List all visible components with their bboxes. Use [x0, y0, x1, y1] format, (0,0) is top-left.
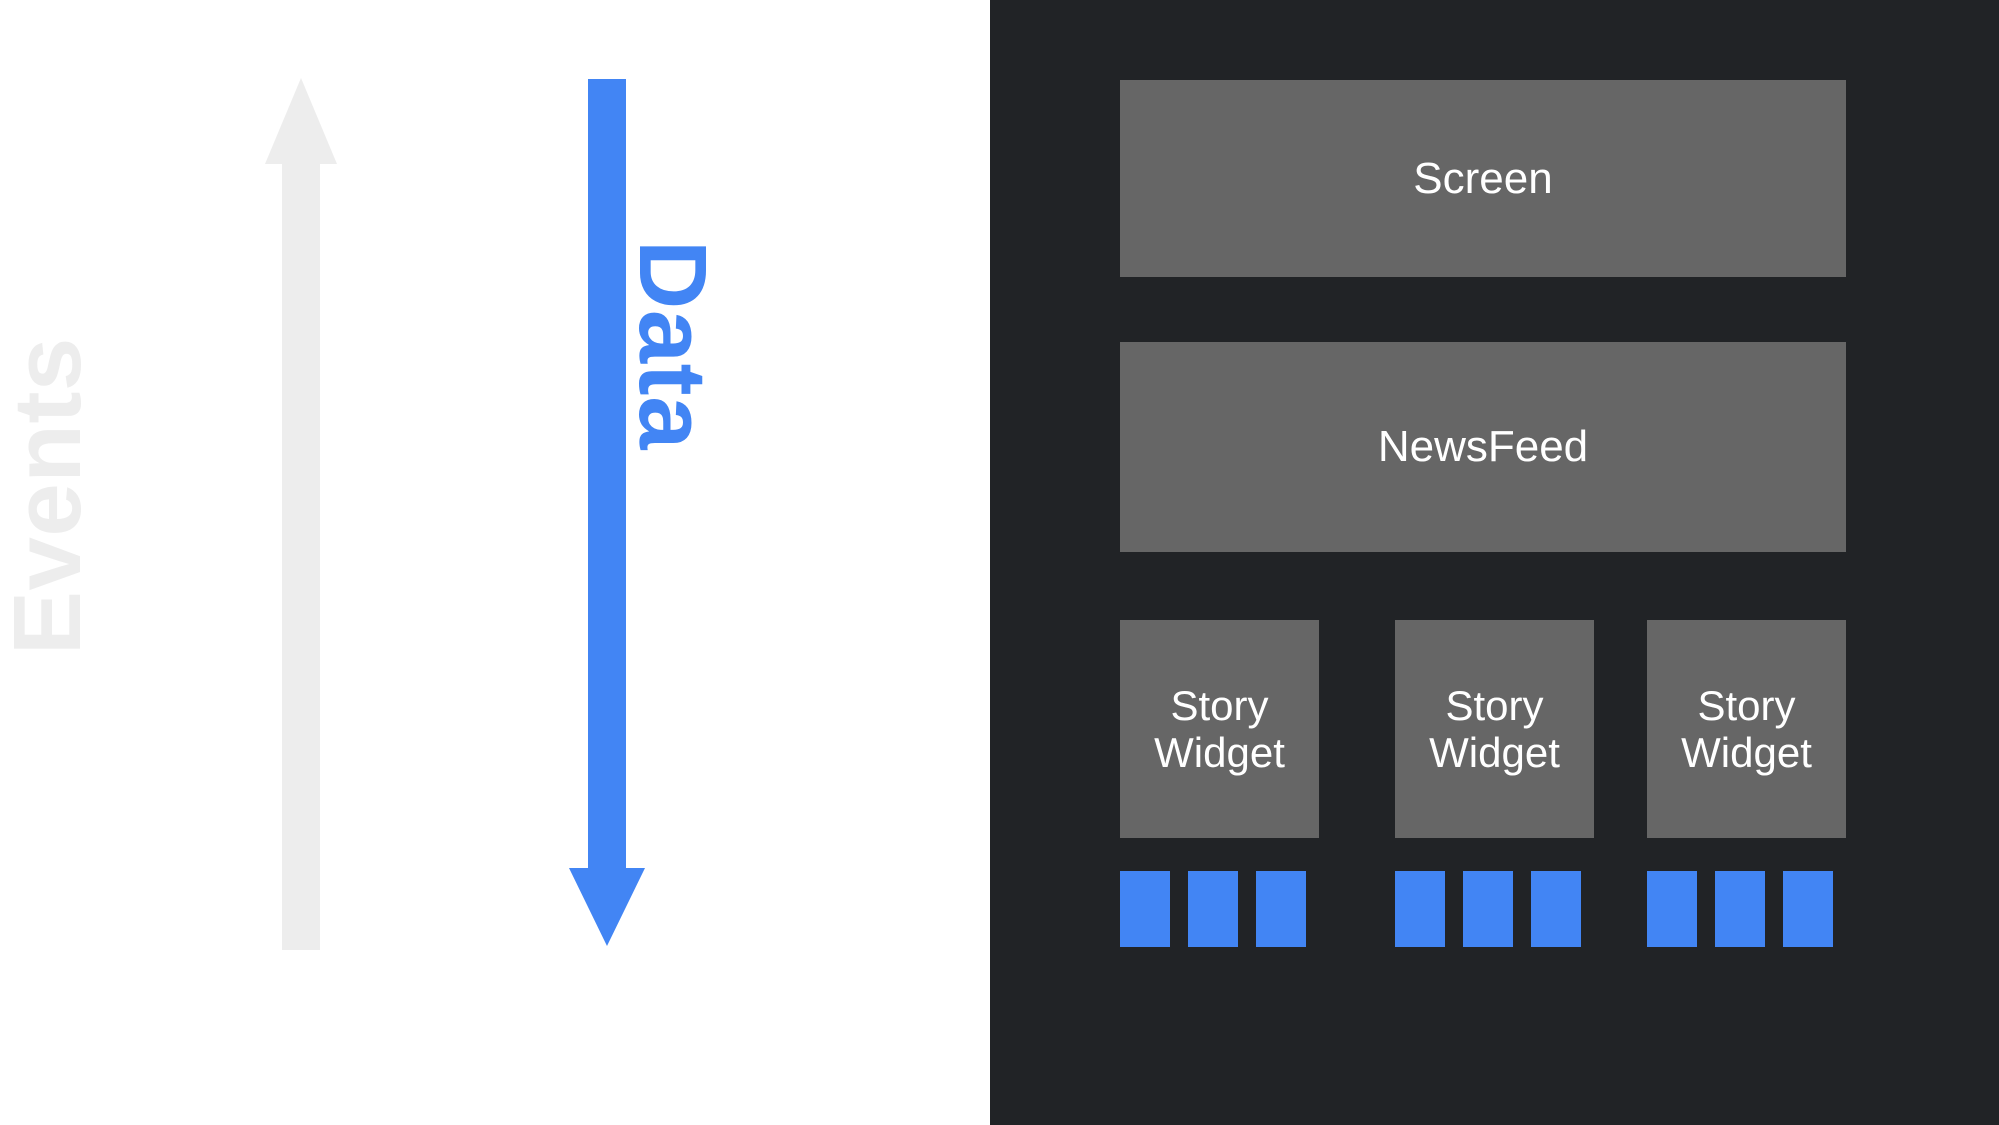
arrow-down-icon — [569, 79, 645, 946]
leaf-bar[interactable] — [1120, 871, 1170, 947]
leaf-bar-group — [1647, 871, 1833, 947]
data-flow-label: Data — [619, 239, 726, 451]
leaf-bar-group — [1120, 871, 1306, 947]
leaf-bar[interactable] — [1463, 871, 1513, 947]
leaf-bar[interactable] — [1647, 871, 1697, 947]
node-story-widget-line2: Widget — [1681, 729, 1812, 776]
leaf-bar[interactable] — [1256, 871, 1306, 947]
node-story-widget[interactable]: Story Widget — [1395, 620, 1594, 838]
node-story-widget-line1: Story — [1170, 681, 1269, 729]
node-newsfeed[interactable]: NewsFeed — [1120, 342, 1846, 552]
node-story-widget-line1: Story — [1697, 681, 1796, 729]
flow-legend-panel: Events Data — [0, 0, 990, 1125]
node-story-widget-line1: Story — [1445, 681, 1544, 729]
node-newsfeed-label: NewsFeed — [1377, 422, 1589, 472]
node-screen-label: Screen — [1413, 153, 1553, 203]
node-story-widget-line2: Widget — [1154, 729, 1285, 776]
node-story-widget-label: Story Widget — [1681, 682, 1812, 776]
widget-tree-panel: Screen NewsFeed Story Widget Story Widge… — [990, 0, 1999, 1125]
node-story-widget[interactable]: Story Widget — [1120, 620, 1319, 838]
events-flow-label: Events — [0, 337, 101, 655]
node-story-widget-label: Story Widget — [1429, 682, 1560, 776]
leaf-bar[interactable] — [1783, 871, 1833, 947]
node-story-widget-line2: Widget — [1429, 729, 1560, 776]
arrow-up-icon — [265, 78, 337, 950]
node-screen[interactable]: Screen — [1120, 80, 1846, 277]
leaf-bar[interactable] — [1395, 871, 1445, 947]
node-story-widget[interactable]: Story Widget — [1647, 620, 1846, 838]
leaf-bar-group — [1395, 871, 1581, 947]
leaf-bar[interactable] — [1715, 871, 1765, 947]
leaf-bar[interactable] — [1531, 871, 1581, 947]
node-story-widget-label: Story Widget — [1154, 682, 1285, 776]
leaf-bar[interactable] — [1188, 871, 1238, 947]
